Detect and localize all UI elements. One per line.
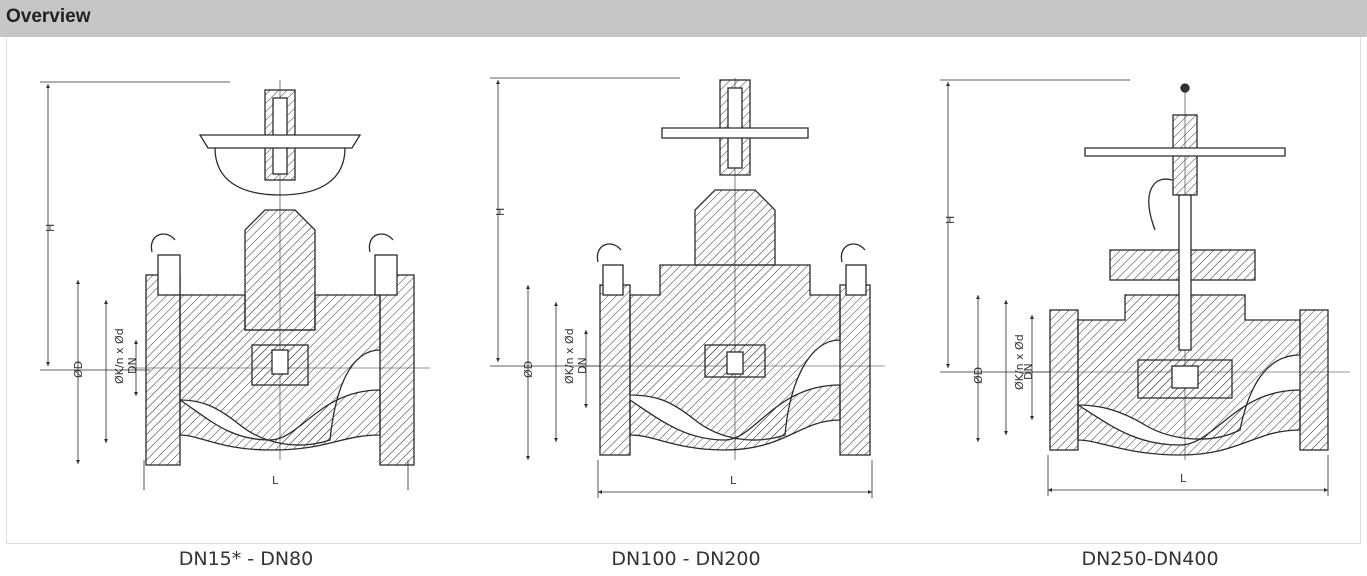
dim-label-h: H xyxy=(44,224,57,232)
dim-label-l: L xyxy=(1180,472,1187,485)
dim-label-l: L xyxy=(730,474,737,487)
section-header: Overview xyxy=(0,0,1367,37)
section-title: Overview xyxy=(6,6,91,27)
caption-dn100-dn200: DN100 - DN200 xyxy=(611,548,761,570)
dim-label-od: ØD xyxy=(972,367,985,384)
dim-label-od: ØD xyxy=(72,361,85,378)
dim-label-ok: ØK/n x Ød xyxy=(113,328,126,384)
valve-drawing-dn15-dn80: H ØD ØK/n x Ød DN L xyxy=(40,80,430,490)
dim-label-l: L xyxy=(272,474,279,487)
dim-label-h: H xyxy=(944,216,957,224)
valve-drawing-dn100-dn200: H ØD ØK/n x Ød DN L xyxy=(490,77,885,498)
drawing-panel xyxy=(6,37,1361,544)
caption-dn250-dn400: DN250-DN400 xyxy=(1081,548,1219,570)
dim-label-dn: DN xyxy=(1022,363,1035,380)
dim-label-ok: ØK/n x Ød xyxy=(563,328,576,384)
dim-label-h: H xyxy=(494,208,507,216)
valve-drawing-dn250-dn400: H ØD ØK/n x Ød DN L xyxy=(940,79,1350,496)
dim-label-dn: DN xyxy=(576,357,589,374)
dim-label-ok: ØK/n x Ød xyxy=(1013,334,1026,390)
dim-label-dn: DN xyxy=(126,357,139,374)
dim-label-od: ØD xyxy=(522,361,535,378)
caption-dn15-dn80: DN15* - DN80 xyxy=(178,548,314,570)
